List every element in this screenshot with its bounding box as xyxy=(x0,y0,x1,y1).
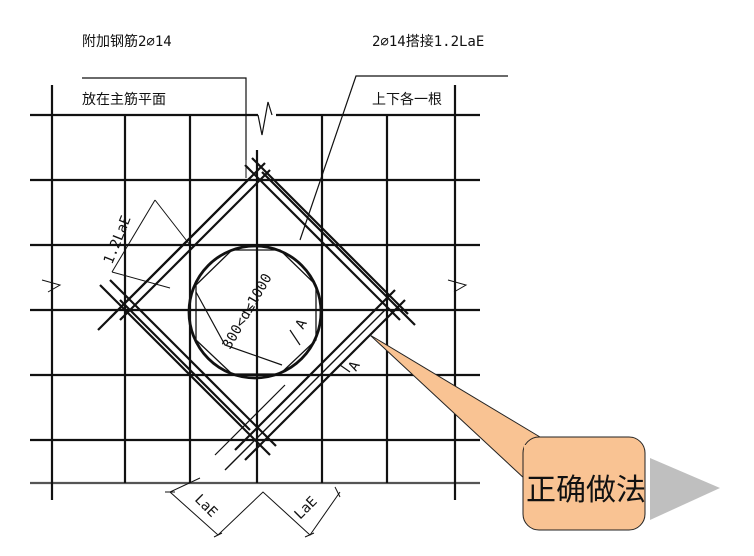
diagonal-bar xyxy=(224,309,386,471)
dim-tick xyxy=(304,532,315,538)
section-mark: A xyxy=(346,358,364,374)
opening xyxy=(187,244,351,380)
section-mark: A xyxy=(293,316,311,332)
diagonal-bar xyxy=(251,157,409,315)
section-tick xyxy=(289,329,301,346)
dim-line xyxy=(111,271,171,289)
dim-line xyxy=(111,199,156,273)
diagonal-bar xyxy=(244,164,401,321)
dimension-lines xyxy=(111,160,341,538)
diagonal-bar xyxy=(244,299,406,461)
opening-octagon xyxy=(195,249,317,375)
dim-tick xyxy=(213,532,223,538)
callout: 正确做法 xyxy=(369,334,720,531)
break-symbol xyxy=(41,279,62,293)
callout-box xyxy=(522,436,646,531)
dim-line xyxy=(154,199,191,246)
anchor-length-left: LaE xyxy=(191,492,220,521)
opening-circle xyxy=(187,244,323,380)
diameter-leader xyxy=(195,291,283,366)
callout-text: 正确做法 xyxy=(526,473,646,508)
extra-bars-note: 放在主筋平面 xyxy=(82,91,166,108)
diagonal-bar xyxy=(109,279,277,447)
diagonal-bar xyxy=(99,284,271,456)
diagonal-bar xyxy=(261,171,416,326)
section-tick xyxy=(339,364,351,373)
lap-length-label: 1.2LaE xyxy=(101,214,135,267)
lap-label: 2⌀14搭接1.2LaE xyxy=(372,33,484,50)
lap-note: 上下各一根 xyxy=(372,92,442,108)
break-symbol xyxy=(447,279,468,293)
anchor-length-right: LaE xyxy=(292,494,321,523)
diameter-range-label: 300<d≤1000 xyxy=(220,271,276,352)
annotation-leaders xyxy=(82,75,508,241)
lap-leader xyxy=(299,75,508,241)
dim-tick xyxy=(334,486,341,498)
diagonal-bar xyxy=(214,384,286,456)
break-symbol xyxy=(257,101,273,136)
callout-join xyxy=(524,445,528,479)
callout-shadow xyxy=(650,458,720,520)
extra-bars-label: 附加钢筋2⌀14 xyxy=(82,33,172,50)
diagonal-bars xyxy=(97,157,416,471)
anchor-dims xyxy=(169,477,341,536)
extra-bars-leader xyxy=(82,77,247,160)
diagonal-bar xyxy=(234,289,396,451)
diagonal-bar xyxy=(119,299,251,431)
callout-pointer xyxy=(369,334,541,481)
diagonal-bar xyxy=(119,169,271,321)
